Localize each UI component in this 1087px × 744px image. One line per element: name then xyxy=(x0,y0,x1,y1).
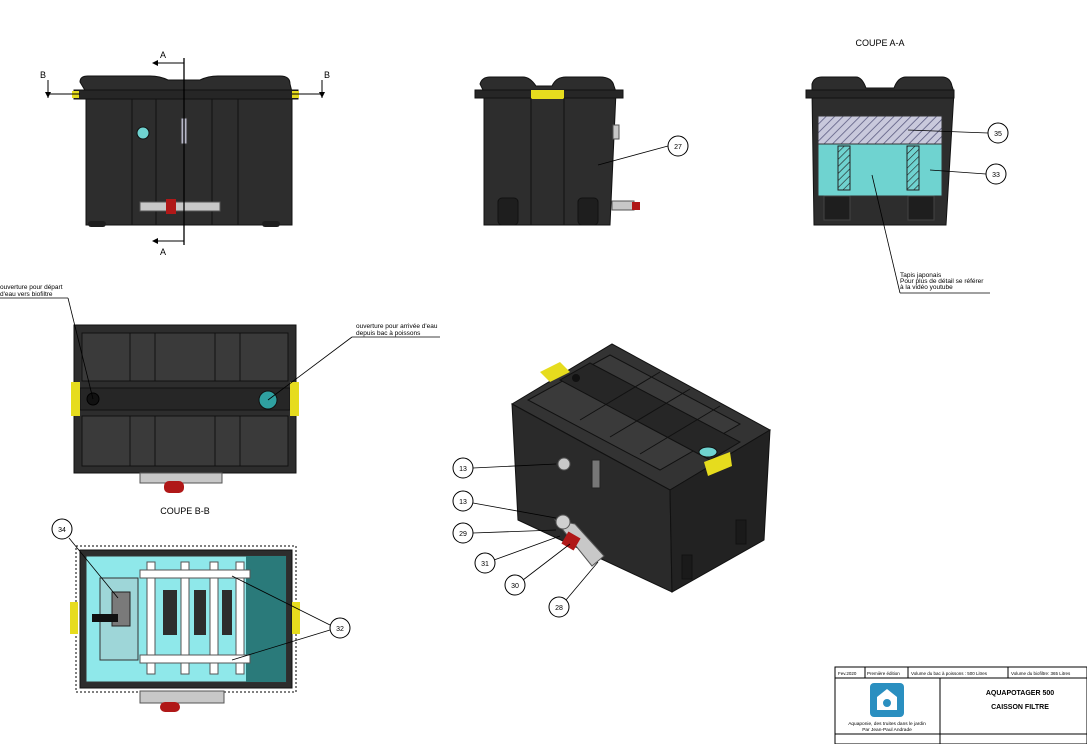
section-mark-a-top: A xyxy=(160,50,166,60)
balloon-35: 35 xyxy=(994,131,1002,138)
mat-note-line3: à la vidéo youtube xyxy=(900,284,953,291)
section-mark-b-left: B xyxy=(40,70,46,80)
balloon-30: 30 xyxy=(511,583,519,590)
title-block-org-line1: Aquaponie, des truites dans le jardin xyxy=(848,721,926,727)
inlet-note-line1: ouverture pour arrivée d'eau xyxy=(356,323,438,330)
mat-note-line2: Pour plus de détail se référer xyxy=(900,278,984,285)
front-view: A A B B xyxy=(40,50,330,257)
aquaponics-logo xyxy=(870,683,904,717)
title-block-date: Fev.2020 xyxy=(838,671,857,676)
section-bb-view: COUPE B-B 34 32 xyxy=(51,506,351,712)
balloon-29: 29 xyxy=(459,531,467,538)
side-view: 27 xyxy=(474,76,689,226)
section-aa-view: COUPE A-A 35 33 Tapis japonais Pour plus… xyxy=(805,38,1009,294)
balloon-33: 33 xyxy=(992,172,1000,179)
balloon-31: 31 xyxy=(481,561,489,568)
inlet-note-line2: depuis bac à poissons xyxy=(356,330,421,337)
section-mark-a-bottom: A xyxy=(160,247,166,257)
balloon-32: 32 xyxy=(336,626,344,633)
isometric-view: 13 13 29 31 30 28 xyxy=(452,343,772,618)
section-aa-title: COUPE A-A xyxy=(855,38,904,48)
mat-note-line1: Tapis japonais xyxy=(900,272,942,279)
outlet-note-line2: d'eau vers biofiltre xyxy=(0,291,53,298)
balloon-28: 28 xyxy=(555,605,563,612)
title-block-biofilter-volume: Volume du biofiltre: 365 Litres xyxy=(1011,671,1071,676)
title-block-edition: Première édition xyxy=(867,671,900,676)
title-block-project: AQUAPOTAGER 500 xyxy=(986,690,1054,697)
title-block-fish-volume: Volume du bac à poissons : 500 Litres xyxy=(911,671,988,676)
title-block-org-line2: Par Jean-Paul Andrade xyxy=(862,727,912,733)
title-block: Fev.2020 Première édition Volume du bac … xyxy=(834,666,1087,744)
outlet-note-line1: ouverture pour départ xyxy=(0,284,63,291)
section-mark-b-right: B xyxy=(324,70,330,80)
balloon-13-upper: 13 xyxy=(459,466,467,473)
section-bb-title: COUPE B-B xyxy=(160,506,210,516)
top-view: ouverture pour départ d'eau vers biofilt… xyxy=(0,284,440,493)
balloon-27: 27 xyxy=(674,144,682,151)
title-block-part: CAISSON FILTRE xyxy=(991,704,1049,711)
balloon-13-lower: 13 xyxy=(459,499,467,506)
balloon-34: 34 xyxy=(58,527,66,534)
